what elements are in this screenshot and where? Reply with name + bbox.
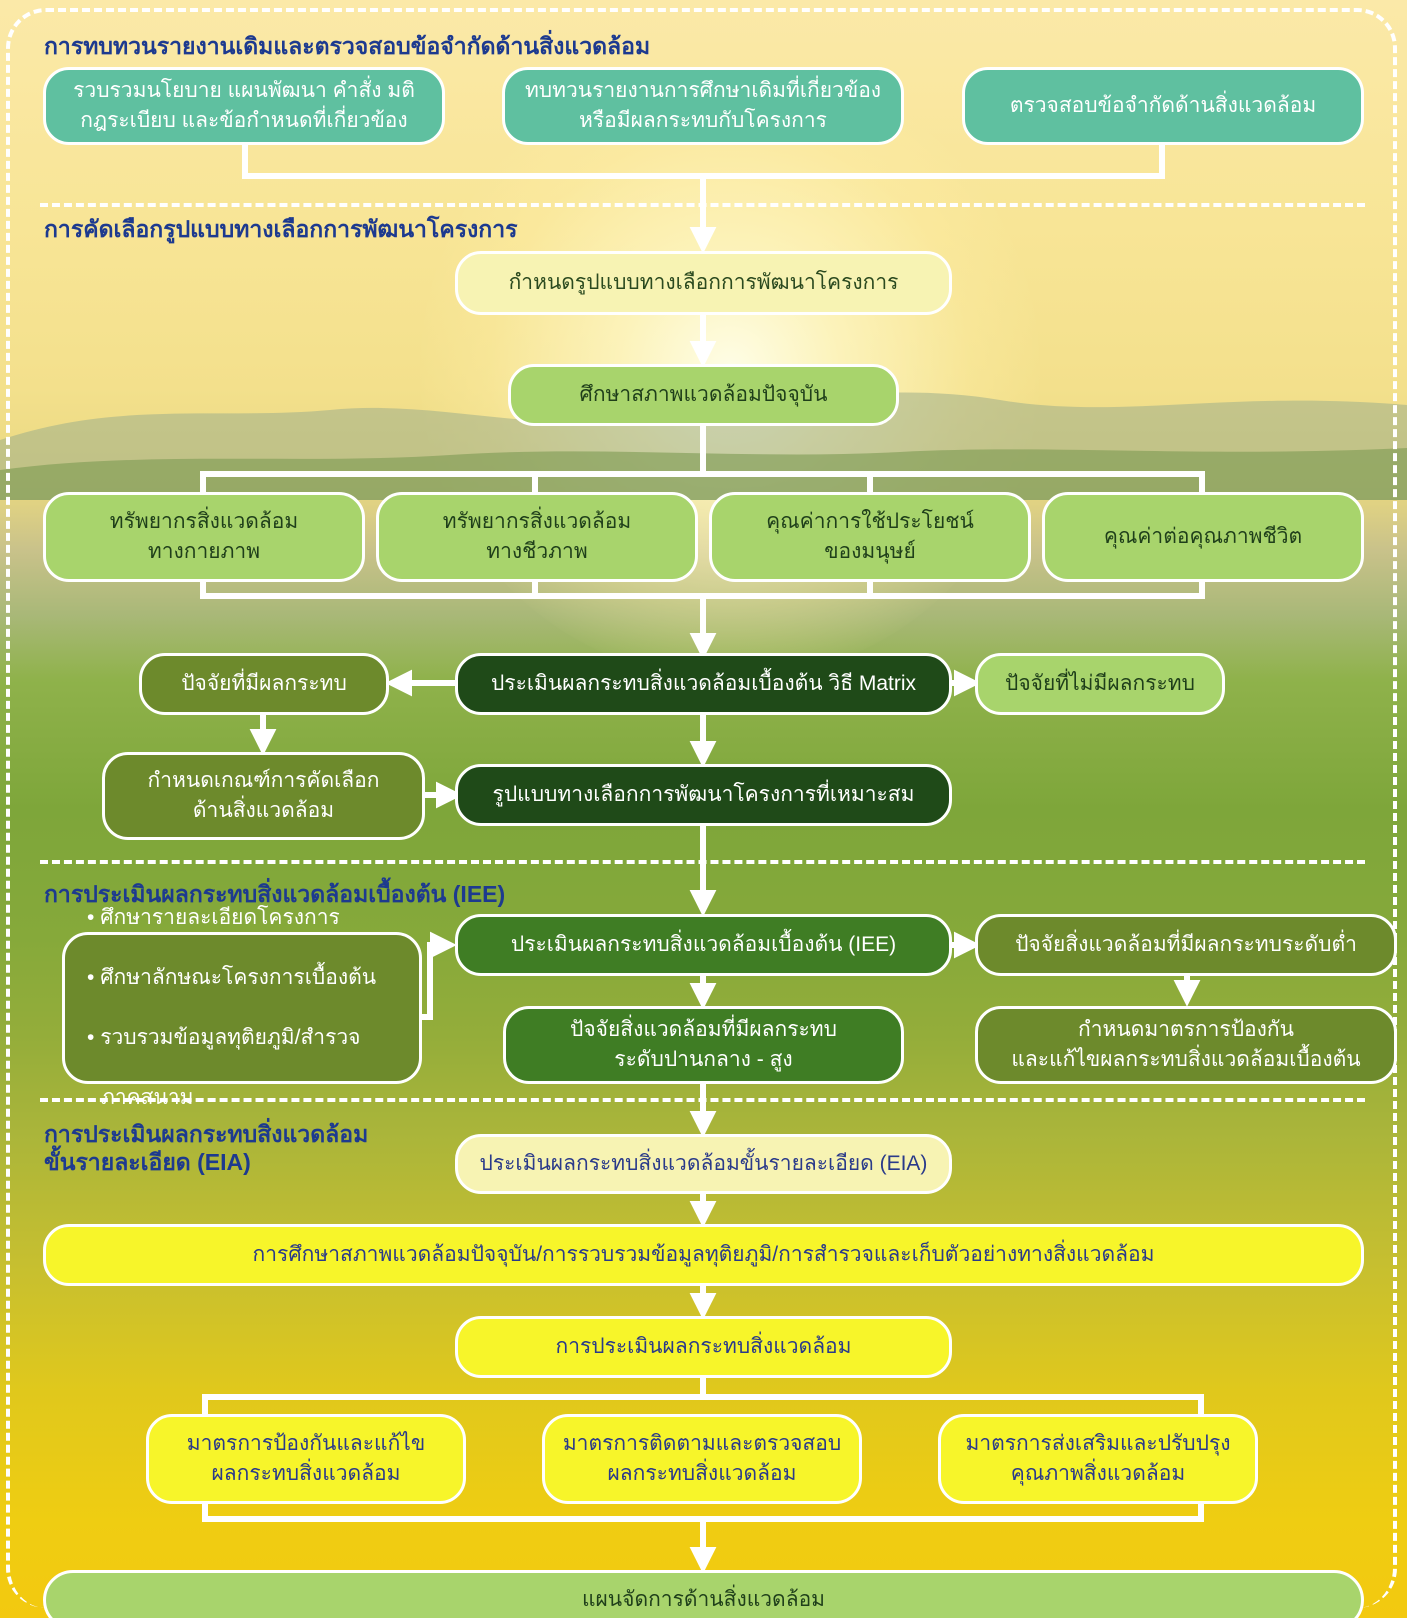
box-low-impact: ปัจจัยสิ่งแวดล้อมที่มีผลกระทบระดับต่ำ [975, 914, 1397, 976]
box-check-limits: ตรวจสอบข้อจำกัดด้านสิ่งแวดล้อม [962, 67, 1364, 145]
box-no-impact-factors: ปัจจัยที่ไม่มีผลกระทบ [975, 653, 1225, 715]
box-eia-study: การศึกษาสภาพแวดล้อมปัจจุบัน/การรวบรวมข้อ… [43, 1224, 1364, 1286]
box-biological-resources: ทรัพยากรสิ่งแวดล้อม ทางชีวภาพ [376, 492, 698, 582]
box-iee-assessment: ประเมินผลกระทบสิ่งแวดล้อมเบื้องต้น (IEE) [455, 914, 952, 976]
box-physical-resources: ทรัพยากรสิ่งแวดล้อม ทางกายภาพ [43, 492, 365, 582]
box-prevention-measures: มาตรการป้องกันและแก้ไข ผลกระทบสิ่งแวดล้อ… [146, 1414, 466, 1504]
section-title-eia-line2: ขั้นรายละเอียด (EIA) [44, 1149, 251, 1175]
list-item: ภาคสนาม [101, 1086, 194, 1109]
section-title-alternatives: การคัดเลือกรูปแบบทางเลือกการพัฒนาโครงการ [44, 216, 518, 242]
box-monitoring-measures: มาตรการติดตามและตรวจสอบ ผลกระทบสิ่งแวดล้… [542, 1414, 862, 1504]
box-impact-factors: ปัจจัยที่มีผลกระทบ [139, 653, 389, 715]
box-define-alternatives: กำหนดรูปแบบทางเลือกการพัฒนาโครงการ [455, 251, 952, 315]
arrow-study-items-to-iee [422, 931, 457, 1020]
list-item: • รวบรวมข้อมูลทุติยภูมิ/สำรวจ [87, 1026, 361, 1049]
box-matrix-assessment: ประเมินผลกระทบสิ่งแวดล้อมเบื้องต้น วิธี … [455, 653, 952, 715]
box-review-reports: ทบทวนรายงานการศึกษาเดิมที่เกี่ยวข้อง หรื… [502, 67, 904, 145]
box-iee-study-items: • ศึกษารายละเอียดโครงการ • ศึกษาลักษณะโค… [62, 906, 422, 1109]
box-quality-of-life: คุณค่าต่อคุณภาพชีวิต [1042, 492, 1364, 582]
box-study-environment: ศึกษาสภาพแวดล้อมปัจจุบัน [508, 364, 899, 426]
box-suitable-alternative: รูปแบบทางเลือกการพัฒนาโครงการที่เหมาะสม [455, 764, 952, 826]
section-title-iee: การประเมินผลกระทบสิ่งแวดล้อมเบื้องต้น (I… [44, 881, 506, 907]
box-promotion-measures: มาตรการส่งเสริมและปรับปรุง คุณภาพสิ่งแวด… [938, 1414, 1258, 1504]
dashed-outer-frame [6, 8, 1397, 1608]
list-item: • ศึกษารายละเอียดโครงการ [87, 906, 340, 929]
section-title-eia: การประเมินผลกระทบสิ่งแวดล้อม ขั้นรายละเอ… [44, 1120, 368, 1176]
box-management-plan: แผนจัดการด้านสิ่งแวดล้อม [43, 1570, 1364, 1618]
list-item: • ศึกษาลักษณะโครงการเบื้องต้น [87, 966, 377, 989]
box-selection-criteria: กำหนดเกณฑ์การคัดเลือก ด้านสิ่งแวดล้อม [102, 752, 425, 840]
box-review-policy: รวบรวมนโยบาย แผนพัฒนา คำสั่ง มติ กฎระเบี… [43, 67, 445, 145]
box-eia-assessment: ประเมินผลกระทบสิ่งแวดล้อมขั้นรายละเอียด … [455, 1134, 952, 1194]
box-impact-assessment: การประเมินผลกระทบสิ่งแวดล้อม [455, 1316, 952, 1378]
section-title-eia-line1: การประเมินผลกระทบสิ่งแวดล้อม [44, 1121, 369, 1147]
box-preliminary-measures: กำหนดมาตรการป้องกัน และแก้ไขผลกระทบสิ่งแ… [975, 1006, 1397, 1084]
section-title-review: การทบทวนรายงานเดิมและตรวจสอบข้อจำกัดด้าน… [44, 33, 651, 59]
box-human-use-value: คุณค่าการใช้ประโยชน์ ของมนุษย์ [709, 492, 1031, 582]
box-medium-high-impact: ปัจจัยสิ่งแวดล้อมที่มีผลกระทบ ระดับปานกล… [503, 1006, 904, 1084]
iee-study-list: • ศึกษารายละเอียดโครงการ • ศึกษาลักษณะโค… [87, 873, 376, 1143]
connector-s1-bracket [242, 143, 1165, 179]
